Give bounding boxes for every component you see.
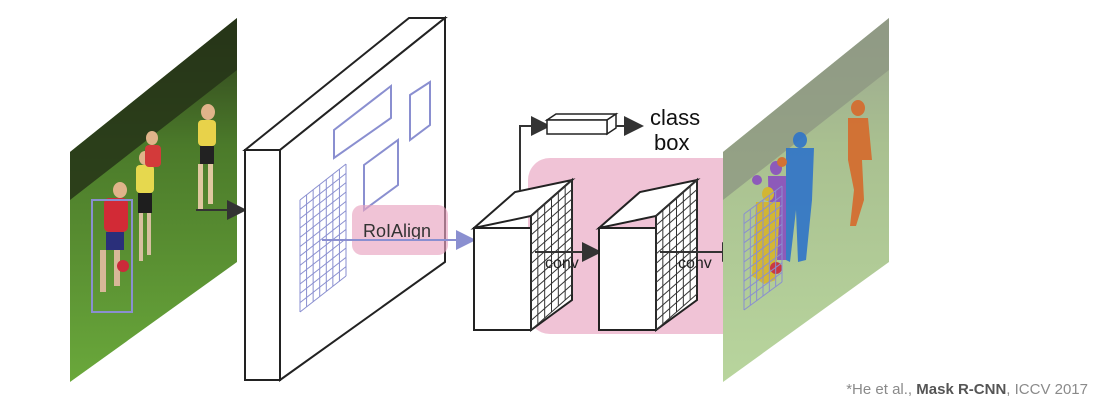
grid-line bbox=[299, 172, 347, 210]
grid-line bbox=[655, 227, 698, 264]
grid-line bbox=[655, 189, 698, 226]
roi-grid bbox=[299, 163, 347, 313]
grid-line bbox=[530, 255, 573, 293]
grid-line bbox=[530, 179, 573, 217]
grid-line bbox=[655, 208, 698, 245]
grid-line bbox=[655, 198, 698, 236]
branch-line-class-box bbox=[519, 116, 551, 190]
output-mask-grid bbox=[743, 185, 783, 311]
grid-line bbox=[743, 223, 783, 253]
roi-box-1 bbox=[333, 83, 392, 160]
citation-title: Mask R-CNN bbox=[916, 381, 1007, 398]
roialign-label: RoIAlign bbox=[363, 221, 431, 241]
segmentation-masks bbox=[752, 100, 872, 284]
grid-line bbox=[299, 266, 347, 304]
output-image bbox=[723, 18, 889, 382]
grid-line bbox=[743, 243, 783, 273]
conv-feature-grid bbox=[655, 179, 698, 331]
grid-line bbox=[743, 271, 783, 301]
grid-line bbox=[530, 217, 573, 255]
grid-line bbox=[530, 236, 573, 274]
grid-line bbox=[655, 293, 698, 331]
grid-line bbox=[743, 214, 783, 244]
grid-line bbox=[530, 189, 573, 226]
citation-prefix: *He et al., bbox=[846, 381, 917, 398]
grid-line bbox=[743, 262, 783, 292]
grid-line bbox=[299, 182, 347, 220]
grid-line bbox=[655, 236, 698, 274]
roi-feature-block bbox=[470, 177, 576, 332]
citation-suffix: , ICCV 2017 bbox=[1006, 381, 1088, 398]
grid-line bbox=[655, 274, 698, 312]
fc-layer bbox=[544, 112, 619, 136]
grid-line bbox=[299, 275, 347, 313]
grid-line bbox=[530, 274, 573, 312]
grid-line bbox=[743, 204, 783, 234]
grid-line bbox=[299, 163, 347, 201]
grid-line bbox=[530, 265, 573, 302]
grid-line bbox=[655, 179, 698, 217]
roi-box-on-image bbox=[91, 199, 133, 313]
grid-line bbox=[655, 284, 698, 321]
roi-feature-grid bbox=[530, 179, 573, 331]
grid-line bbox=[655, 217, 698, 255]
grid-line bbox=[530, 208, 573, 245]
conv-label-2: conv bbox=[678, 255, 712, 272]
grid-line bbox=[743, 233, 783, 263]
roi-box-3 bbox=[363, 138, 399, 212]
player-figures bbox=[100, 104, 216, 292]
roi-box-2 bbox=[409, 80, 431, 142]
grid-line bbox=[299, 256, 347, 294]
grid-line bbox=[655, 265, 698, 302]
box-label: box bbox=[654, 130, 689, 155]
grid-line bbox=[655, 255, 698, 293]
grid-line bbox=[299, 247, 347, 285]
roialign-highlight bbox=[352, 205, 448, 255]
input-image bbox=[70, 18, 237, 382]
grid-line bbox=[530, 227, 573, 264]
grid-line bbox=[299, 219, 347, 257]
grid-line bbox=[743, 185, 783, 215]
grid-line bbox=[299, 238, 347, 276]
class-label: class bbox=[650, 105, 700, 130]
conv-label-1: conv bbox=[545, 255, 579, 272]
grid-line bbox=[743, 252, 783, 282]
backbone-feature-map bbox=[242, 15, 448, 382]
citation: *He et al., Mask R-CNN, ICCV 2017 bbox=[846, 381, 1088, 398]
grid-line bbox=[530, 284, 573, 321]
grid-line bbox=[530, 198, 573, 236]
grid-line bbox=[299, 191, 347, 229]
grid-line bbox=[743, 195, 783, 225]
grid-line bbox=[299, 210, 347, 248]
grid-line bbox=[530, 293, 573, 331]
grid-line bbox=[299, 200, 347, 238]
grid-line bbox=[743, 281, 783, 311]
grid-line bbox=[299, 228, 347, 266]
conv-feature-block bbox=[595, 177, 701, 332]
